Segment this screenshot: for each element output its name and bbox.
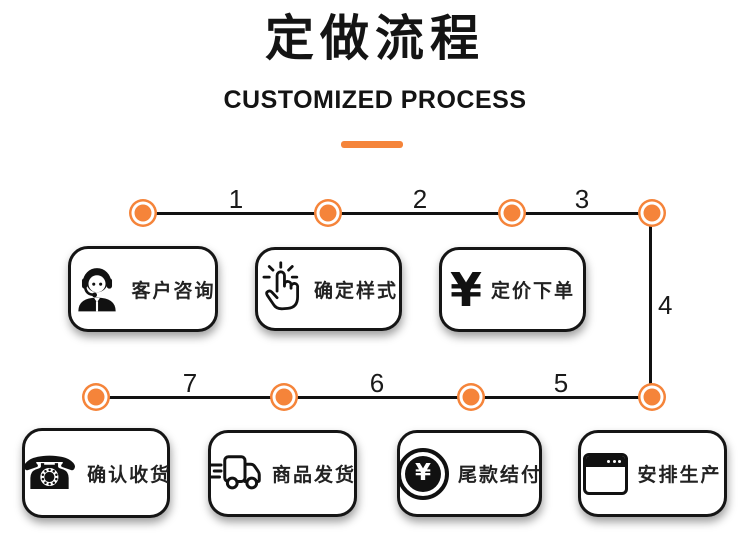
tap-hand-icon: [259, 260, 305, 319]
connector-line-top: [143, 212, 652, 215]
step-label: 尾款结付: [458, 465, 543, 486]
connector-line-right: [649, 213, 652, 399]
step-label: 商品发货: [272, 465, 357, 486]
page-title: 定做流程: [264, 12, 485, 66]
step-label: 客户咨询: [131, 280, 216, 302]
flow-node-dot: [319, 204, 337, 222]
production-window-icon: [583, 452, 629, 495]
step-card-final-payment: ¥ 尾款结付: [397, 430, 542, 517]
flow-node-dot: [462, 388, 480, 406]
flow-node-dot: [503, 204, 521, 222]
step-number-4: 4: [658, 290, 673, 320]
yen-sign-icon: ¥: [449, 262, 482, 317]
step-number-1: 1: [228, 184, 244, 214]
step-number-5: 5: [553, 368, 569, 398]
accent-underline: [341, 141, 403, 148]
yen-coin-icon: ¥: [397, 447, 449, 500]
step-label: 定价下单: [491, 281, 576, 302]
page-subtitle: CUSTOMIZED PROCESS: [223, 86, 527, 114]
step-card-confirm-receipt: ☎ 确认收货: [20, 428, 172, 518]
step-number-2: 2: [412, 184, 428, 214]
step-card-price-order: ¥ 定价下单: [439, 247, 586, 332]
flow-node-dot: [643, 388, 661, 406]
step-label: 确定样式: [313, 280, 398, 302]
step-number-3: 3: [574, 184, 590, 214]
step-label: 安排生产: [637, 465, 722, 486]
customer-service-icon: [71, 261, 123, 318]
step-card-confirm-style: 确定样式: [255, 247, 402, 331]
yen-coin-glyph: ¥: [405, 455, 441, 492]
step-card-arrange-production: 安排生产: [578, 430, 727, 517]
step-number-7: 7: [182, 368, 198, 398]
flow-node-dot: [275, 388, 293, 406]
flow-node-dot: [134, 204, 152, 222]
flow-node-dot: [87, 388, 105, 406]
connector-line-bottom: [96, 396, 652, 399]
step-card-ship-goods: 商品发货: [208, 430, 357, 517]
telephone-icon: ☎: [20, 446, 79, 500]
delivery-truck-icon: [209, 450, 263, 497]
step-number-6: 6: [369, 368, 385, 398]
flow-node-dot: [643, 204, 661, 222]
step-card-customer-consult: 客户咨询: [68, 246, 218, 332]
step-label: 确认收货: [87, 464, 172, 486]
